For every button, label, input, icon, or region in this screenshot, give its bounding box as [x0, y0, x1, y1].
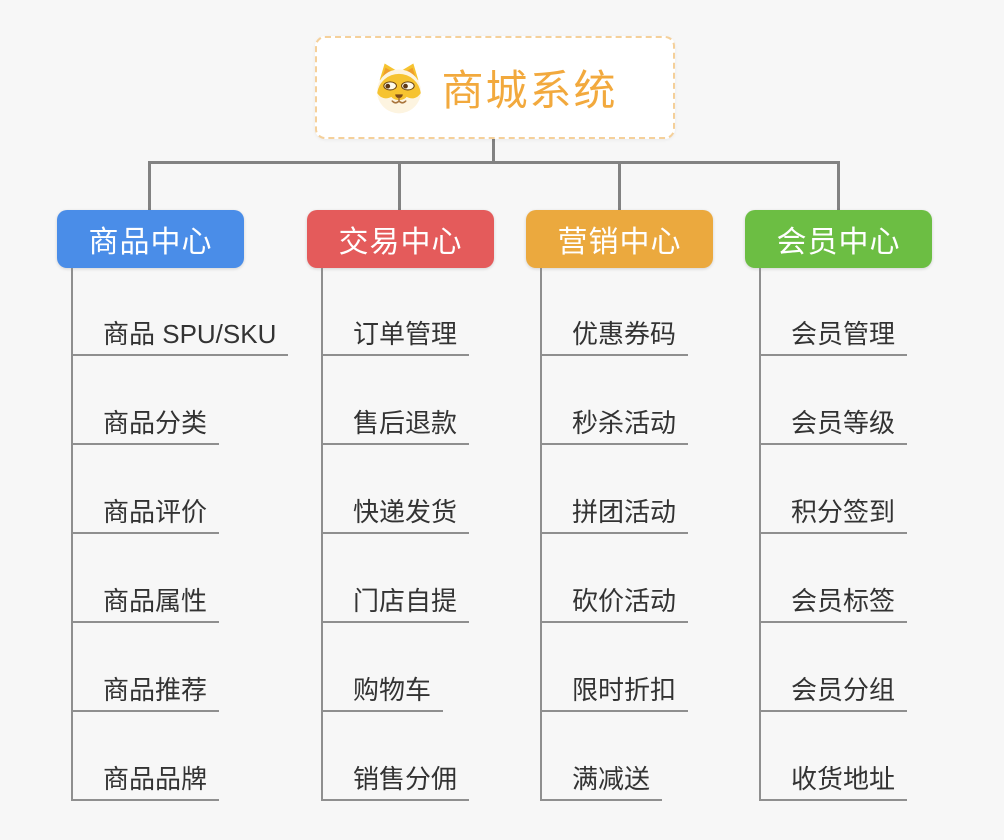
leaf-node[interactable]: 商品品牌 — [71, 761, 220, 801]
root-label: 商城系统 — [441, 67, 618, 114]
branch-trade-center: 交易中心 订单管理售后退款快递发货门店自提购物车销售分佣 — [307, 210, 587, 810]
connector-horizontal — [148, 161, 840, 164]
branch-trunk-line — [759, 268, 761, 801]
leaf-node[interactable]: 商品分类 — [71, 405, 220, 445]
leaf-node[interactable]: 商品推荐 — [71, 672, 220, 712]
root-node[interactable]: 商城系统 — [315, 36, 675, 139]
leaf-node[interactable]: 售后退款 — [321, 405, 470, 445]
doge-icon — [372, 61, 426, 115]
connector-drop-product — [148, 161, 151, 211]
leaf-node[interactable]: 砍价活动 — [540, 583, 689, 623]
leaf-node[interactable]: 会员分组 — [759, 672, 908, 712]
leaf-node[interactable]: 收货地址 — [759, 761, 908, 801]
branch-header[interactable]: 交易中心 — [307, 210, 494, 268]
leaf-node[interactable]: 商品 SPU/SKU — [71, 316, 289, 356]
leaf-node[interactable]: 会员等级 — [759, 405, 908, 445]
leaf-node[interactable]: 限时折扣 — [540, 672, 689, 712]
branch-member-center: 会员中心 会员管理会员等级积分签到会员标签会员分组收货地址 — [745, 210, 1004, 810]
leaf-node[interactable]: 商品评价 — [71, 494, 220, 534]
leaf-node[interactable]: 秒杀活动 — [540, 405, 689, 445]
branch-product-center: 商品中心 商品 SPU/SKU 商品分类商品评价商品属性商品推荐商品品牌 — [57, 210, 337, 810]
leaf-node[interactable]: 会员管理 — [759, 316, 908, 356]
branch-marketing-center: 营销中心 优惠券码秒杀活动拼团活动砍价活动限时折扣满减送 — [526, 210, 806, 810]
connector-root-stub — [492, 139, 495, 163]
branch-header[interactable]: 会员中心 — [745, 210, 932, 268]
branch-header[interactable]: 商品中心 — [57, 210, 244, 268]
branch-header[interactable]: 营销中心 — [526, 210, 713, 268]
leaf-node[interactable]: 满减送 — [540, 761, 663, 801]
leaf-node[interactable]: 订单管理 — [321, 316, 470, 356]
leaf-node[interactable]: 销售分佣 — [321, 761, 470, 801]
branch-trunk-line — [71, 268, 73, 801]
connector-drop-member — [837, 161, 840, 211]
branch-trunk-line — [540, 268, 542, 801]
leaf-node[interactable]: 商品属性 — [71, 583, 220, 623]
leaf-node[interactable]: 优惠券码 — [540, 316, 689, 356]
leaf-node[interactable]: 门店自提 — [321, 583, 470, 623]
leaf-node[interactable]: 购物车 — [321, 672, 444, 712]
leaf-node[interactable]: 会员标签 — [759, 583, 908, 623]
leaf-node[interactable]: 快递发货 — [321, 494, 470, 534]
leaf-node[interactable]: 积分签到 — [759, 494, 908, 534]
connector-drop-trade — [398, 161, 401, 211]
connector-drop-marketing — [618, 161, 621, 211]
leaf-node[interactable]: 拼团活动 — [540, 494, 689, 534]
branch-trunk-line — [321, 268, 323, 801]
